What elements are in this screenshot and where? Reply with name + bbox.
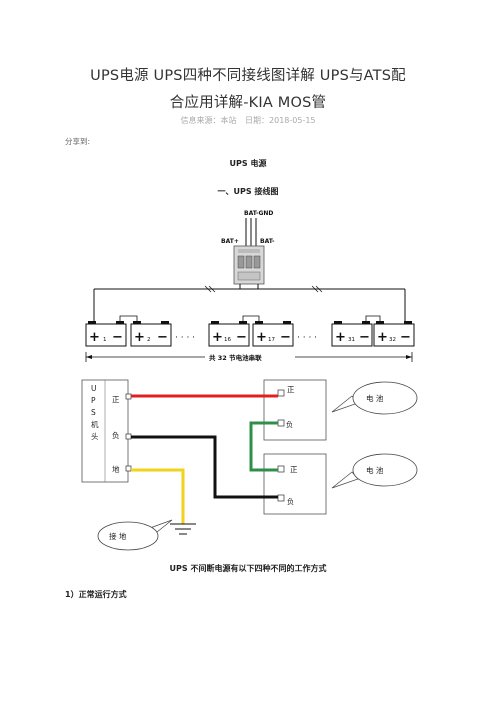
cell-number: 17 <box>268 337 275 343</box>
ups-pos-label: 正 <box>112 395 120 404</box>
svg-text:+: + <box>89 330 100 345</box>
battery-cell: + − 32 <box>373 321 415 347</box>
svg-text:+: + <box>377 330 388 345</box>
operation-modes-caption: UPS 不间断电源有以下四种不同的工作方式 <box>169 564 327 573</box>
bat-minus-label: BAT- <box>260 238 275 245</box>
svg-text:+: + <box>335 330 346 345</box>
cell-number: 2 <box>147 337 151 343</box>
black-wire <box>131 435 278 499</box>
ground-callout <box>97 521 159 551</box>
bat-plus-label: BAT+ <box>221 238 239 245</box>
ellipsis: · · · · <box>175 333 195 343</box>
cell-number: 1 <box>103 337 107 343</box>
battery-callout <box>352 453 418 487</box>
share-link[interactable]: 分享到: <box>65 137 91 146</box>
ups-char: S <box>91 408 96 417</box>
battery2-neg-label: 负 <box>287 497 294 506</box>
bat-gnd-label: BAT-GND <box>244 210 273 217</box>
ups-ground-label: 地 <box>112 464 120 474</box>
section-heading: UPS 电源 <box>229 159 267 168</box>
cell-number: 31 <box>348 337 355 343</box>
svg-text:−: − <box>359 330 370 345</box>
ground-callout-label: 接 地 <box>109 531 127 541</box>
battery-cell: + − 17 <box>252 321 294 347</box>
green-wire <box>249 421 278 472</box>
date-text: 日期：2018-05-15 <box>245 116 316 125</box>
svg-text:−: − <box>280 330 291 345</box>
svg-text:+: + <box>134 330 145 345</box>
svg-text:+: + <box>256 330 267 345</box>
battery2-pos-label: 正 <box>290 465 298 474</box>
ups-char: 头 <box>91 431 99 441</box>
article-title-line1: UPS电源 UPS四种不同接线图详解 UPS与ATS配 <box>90 68 406 84</box>
svg-text:+: + <box>212 330 223 345</box>
ups-char: U <box>91 384 97 393</box>
section-subheading: 一、UPS 接线图 <box>217 187 279 196</box>
svg-text:−: − <box>157 330 168 345</box>
battery-callout-label: 电 池 <box>366 465 384 475</box>
svg-text:−: − <box>112 330 123 345</box>
battery-cell: + − 31 <box>331 321 373 347</box>
battery1-neg-label: 负 <box>286 420 293 429</box>
cell-number: 16 <box>224 337 231 343</box>
ups-char: P <box>91 396 96 405</box>
battery-cell: + − 2 <box>130 321 172 347</box>
battery-callout-label: 电 池 <box>366 393 384 403</box>
battery-cell: + − 1 <box>85 321 127 347</box>
ellipsis: · · · · <box>297 333 317 343</box>
article-meta: 信息来源：本站 日期：2018-05-15 <box>0 115 496 126</box>
yellow-wire <box>131 468 185 524</box>
svg-text:−: − <box>400 330 411 345</box>
breaker-icon <box>233 245 265 285</box>
total-cells-label: 共 32 节电池串联 <box>209 353 262 362</box>
source-text: 信息来源：本站 <box>180 116 237 125</box>
svg-text:−: − <box>236 330 247 345</box>
ups-wiring-diagram: U P S 机 头 正 负 地 正 负 正 负 电 池 <box>81 379 418 551</box>
battery1-pos-label: 正 <box>287 385 295 394</box>
article-title-line2: 合应用详解-KIA MOS管 <box>169 95 327 111</box>
battery-cell: + − 16 <box>208 321 250 347</box>
cell-number: 32 <box>389 337 396 343</box>
step-normal-operation: 1）正常运行方式 <box>65 590 127 599</box>
ups-char: 机 <box>91 419 99 429</box>
ups-neg-label: 负 <box>112 430 120 440</box>
battery-callout <box>352 381 418 415</box>
